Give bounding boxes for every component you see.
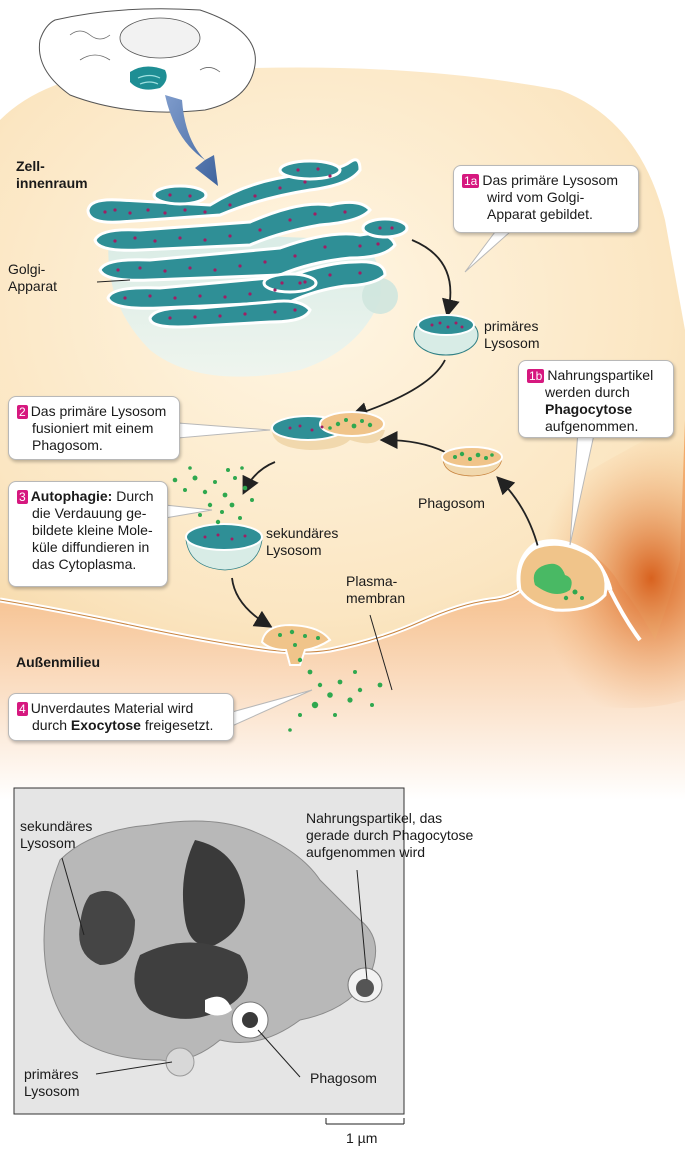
golgi-enzyme-dots — [103, 167, 394, 320]
micrograph-primary-label: primäres Lysosom — [24, 1066, 80, 1099]
secondary-lysosome — [172, 466, 263, 571]
leader-lines — [96, 279, 393, 691]
step-badge: 4 — [17, 702, 28, 716]
interior-label: Zell- innenraum — [16, 158, 88, 191]
step-badge: 2 — [17, 405, 28, 419]
food-particle-phagocytosis — [517, 542, 608, 612]
zoom-arrow — [165, 95, 218, 186]
callout-pointers — [164, 231, 596, 727]
micrograph-secondary-label: sekundäres Lysosom — [20, 818, 93, 851]
golgi-apparatus — [86, 158, 409, 377]
phagosome-label: Phagosom — [418, 495, 485, 511]
primary-lysosome — [413, 314, 479, 356]
scale-bar — [325, 1118, 405, 1125]
step-badge: 3 — [17, 490, 28, 504]
micrograph-food-label: Nahrungspartikel, das gerade durch Phago… — [306, 810, 474, 860]
electron-micrograph — [13, 787, 405, 1115]
step-badge: 1b — [527, 369, 545, 383]
golgi-label: Golgi- Apparat — [8, 261, 58, 294]
fusion-vesicle — [271, 411, 385, 450]
exocytosis-vesicle — [260, 623, 383, 732]
micrograph-leaders — [61, 857, 368, 1078]
phagosome — [441, 446, 503, 477]
primary-lysosome-label: primäres Lysosom — [484, 318, 540, 351]
step-badge: 1a — [462, 174, 480, 188]
micrograph-phagosome-label: Phagosom — [310, 1070, 377, 1086]
exterior-label: Außenmilieu — [16, 654, 101, 670]
plasma-membrane-label: Plasma- membran — [346, 573, 406, 606]
secondary-lysosome-label: sekundäres Lysosom — [266, 525, 339, 558]
cell-overview-icon — [38, 8, 256, 113]
scale-bar-label: 1 µm — [346, 1130, 378, 1146]
